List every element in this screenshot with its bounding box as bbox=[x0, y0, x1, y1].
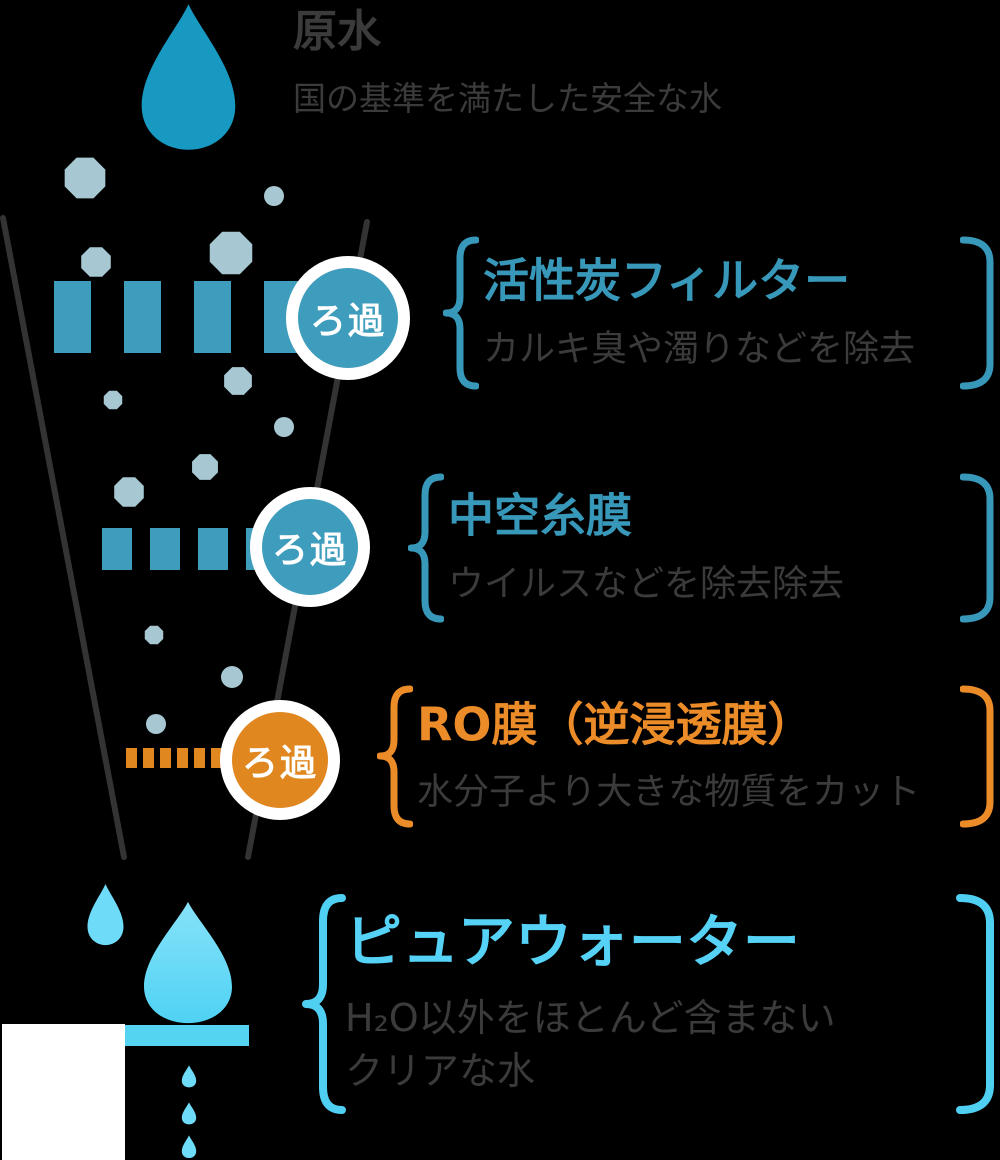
left-curly-brace bbox=[443, 236, 479, 390]
pure-water-drop-icon bbox=[144, 901, 232, 1024]
stage-ro-membrane: RO膜（逆浸透膜） 水分子より大きな物質をカット bbox=[377, 685, 996, 828]
filtration-badge-label: ろ過 bbox=[309, 301, 386, 342]
right-bracket bbox=[956, 894, 994, 1114]
right-bracket bbox=[960, 236, 994, 390]
stage-title: RO膜（逆浸透膜） bbox=[417, 697, 814, 752]
raw-water-title: 原水 bbox=[293, 6, 381, 57]
left-curly-brace bbox=[408, 473, 444, 623]
filtration-badge-3: ろ過 bbox=[220, 700, 340, 820]
filtration-badge-label: ろ過 bbox=[271, 530, 348, 571]
left-curly-brace bbox=[302, 894, 346, 1114]
stage-title: 活性炭フィルター bbox=[483, 253, 851, 308]
ro-membrane-dashes bbox=[126, 748, 222, 768]
stage-pure-water: ピュアウォーター H₂O以外をほとんど含まない クリアな水 bbox=[302, 893, 996, 1115]
raw-water-drop-icon bbox=[141, 4, 236, 150]
stage-subtitle: H₂O以外をほとんど含まない クリアな水 bbox=[345, 995, 836, 1093]
stage-subtitle: ウイルスなどを除去除去 bbox=[448, 563, 845, 605]
stage-activated-carbon: 活性炭フィルター カルキ臭や濁りなどを除去 bbox=[443, 236, 996, 390]
water-glass bbox=[2, 1024, 125, 1160]
funnel-left-line bbox=[0, 215, 127, 860]
stage-subtitle: 水分子より大きな物質をカット bbox=[417, 771, 921, 813]
stage-title: 中空糸膜 bbox=[448, 488, 632, 543]
falling-droplets bbox=[181, 1065, 197, 1159]
small-droplet-icon bbox=[87, 883, 124, 946]
hollow-fiber-bars bbox=[102, 528, 272, 570]
filtration-badge-label: ろ過 bbox=[241, 743, 318, 784]
filtration-badge-1: ろ過 bbox=[286, 256, 410, 380]
right-bracket bbox=[960, 685, 994, 828]
carbon-filter-bars bbox=[54, 281, 300, 353]
stage-title: ピュアウォーター bbox=[345, 909, 800, 976]
left-curly-brace bbox=[377, 685, 413, 828]
raw-water-subtitle: 国の基準を満たした安全な水 bbox=[293, 79, 722, 119]
right-bracket bbox=[960, 473, 994, 623]
filtration-badge-2: ろ過 bbox=[250, 487, 370, 607]
raw-water-label: 原水 国の基準を満たした安全な水 bbox=[293, 6, 722, 120]
impurity-particles bbox=[64, 157, 294, 734]
stage-hollow-fiber: 中空糸膜 ウイルスなどを除去除去 bbox=[408, 473, 996, 623]
stage-subtitle: カルキ臭や濁りなどを除去 bbox=[483, 328, 916, 370]
spout-bar bbox=[125, 1025, 249, 1046]
